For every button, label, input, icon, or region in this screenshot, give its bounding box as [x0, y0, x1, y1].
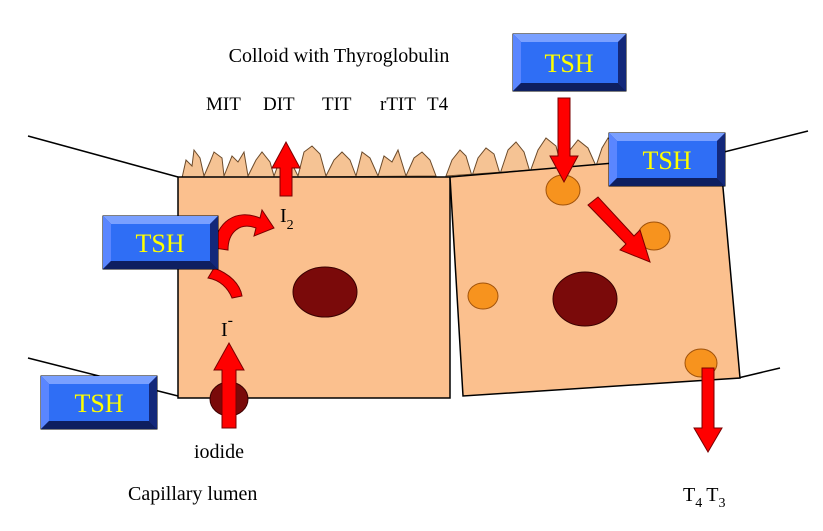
tsh-bottom-left-label: TSH — [74, 389, 123, 418]
capillary-lumen-label: Capillary lumen — [128, 483, 257, 505]
label-tit: TIT — [322, 94, 352, 115]
tsh-box-bottom-left: TSH — [40, 375, 158, 430]
nucleus-right — [552, 271, 618, 327]
tsh-box-left: TSH — [102, 215, 219, 270]
follicle-wall-line-right-top — [719, 130, 809, 154]
colloid-droplet-3 — [467, 282, 499, 310]
tsh-right-label: TSH — [642, 146, 691, 175]
iodide-ion-label: I- — [221, 312, 233, 341]
arrow-tsh-down — [549, 97, 579, 184]
tsh-box-top: TSH — [512, 33, 627, 92]
iodinated-products: MIT DIT TIT rTIT T4 — [206, 94, 449, 115]
tsh-top-label: TSH — [544, 49, 593, 78]
label-mit: MIT — [206, 94, 241, 115]
arrow-curved-lower — [207, 267, 243, 299]
tsh-left-label: TSH — [135, 229, 184, 258]
colloid-label: Colloid with Thyroglobulin — [229, 45, 450, 67]
nucleus-left — [292, 266, 358, 318]
i2-label: I2 — [280, 205, 294, 233]
arrow-iodination-up — [271, 140, 301, 197]
iodide-label: iodide — [194, 441, 244, 463]
tsh-box-right: TSH — [608, 132, 726, 187]
label-rtit: rTIT — [380, 94, 416, 115]
label-dit: DIT — [263, 94, 295, 115]
follicle-wall-line-right-bottom — [737, 367, 781, 379]
follicle-wall-line-left-top — [27, 135, 179, 178]
arrow-release-down — [693, 367, 723, 453]
arrow-curved-oxidation — [213, 208, 275, 251]
arrow-iodide-up — [213, 341, 245, 429]
arrow-endocytosis-diagonal — [587, 196, 651, 263]
label-t4: T4 — [427, 94, 449, 115]
